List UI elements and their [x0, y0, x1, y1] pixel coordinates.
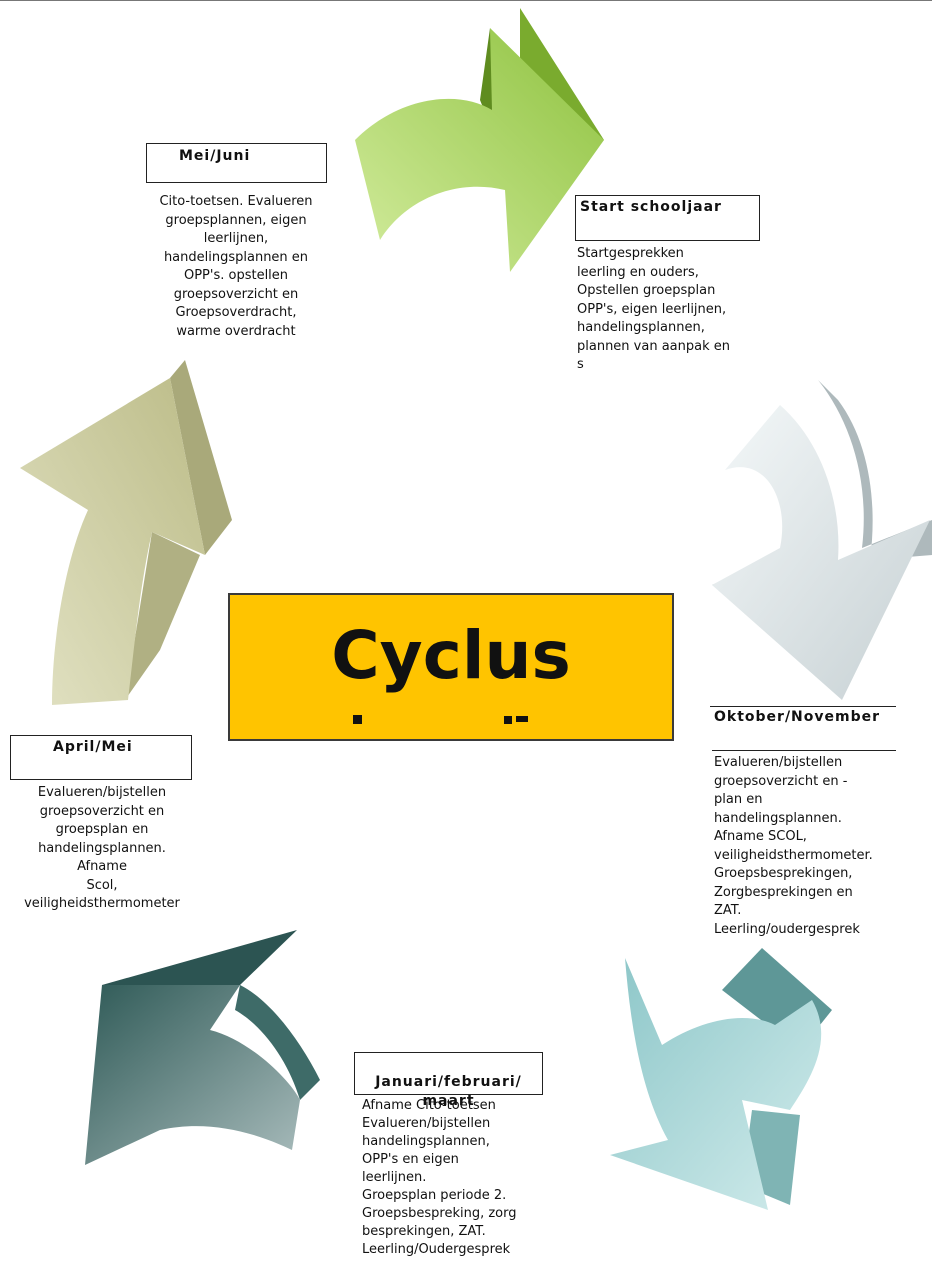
arrow-silver: [712, 380, 932, 700]
phase-label-oktober-november-underline: [712, 750, 896, 751]
phase-desc-januari-maart: Afname Cito-toetsen Evalueren/bijstellen…: [362, 1098, 517, 1257]
phase-label-start-schooljaar: Start schooljaar: [575, 195, 760, 241]
center-dot-marker: [516, 716, 528, 722]
center-dot-marker: [504, 716, 512, 724]
center-cyclus-title: Cyclus: [331, 617, 571, 694]
phase-label-mei-juni-text: Mei/Juni: [179, 148, 251, 164]
phase-label-april-mei-text: April/Mei: [53, 739, 133, 755]
arrow-teal-light: [610, 948, 832, 1210]
phase-desc-april-mei: Evalueren/bijstellen groepsoverzicht en …: [24, 785, 180, 911]
arrow-teal-dark: [85, 930, 320, 1165]
phase-label-april-mei: April/Mei: [10, 735, 192, 780]
phase-desc-mei-juni: Cito-toetsen. Evalueren groepsplannen, e…: [159, 194, 313, 339]
phase-label-januari-maart: Januari/februari/ maart: [354, 1052, 543, 1109]
phase-desc-oktober-november: Evalueren/bijstellen groepsoverzicht en …: [714, 755, 873, 937]
top-border-line: [0, 0, 932, 1]
center-cyclus-box: Cyclus: [228, 593, 674, 741]
phase-label-oktober-november: Oktober/November: [714, 709, 881, 725]
center-dot-marker: [353, 715, 362, 724]
arrow-green: [355, 8, 604, 272]
arrow-khaki: [20, 360, 232, 705]
phase-label-mei-juni: Mei/Juni: [146, 143, 327, 183]
phase-label-januari-maart-text: Januari/februari/ maart: [375, 1074, 522, 1109]
phase-desc-start-schooljaar: Startgesprekken leerling en ouders, Opst…: [577, 246, 730, 372]
phase-label-oktober-november-topline: [710, 706, 896, 707]
phase-label-start-schooljaar-text: Start schooljaar: [580, 199, 722, 215]
